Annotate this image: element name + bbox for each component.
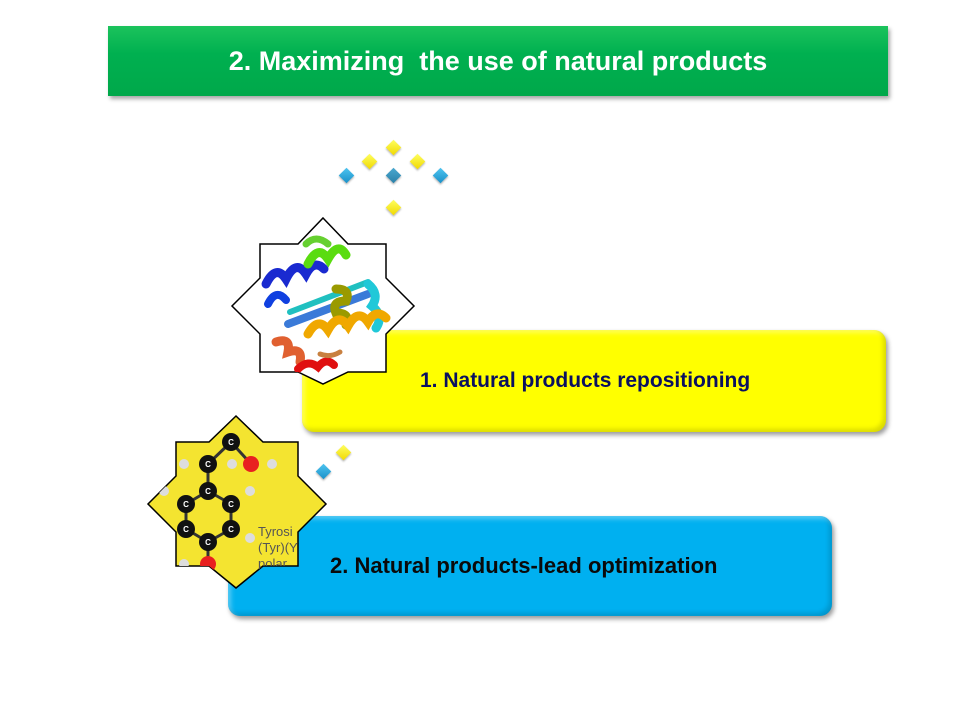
diamond-icon	[432, 167, 449, 184]
diamond-icon	[385, 199, 402, 216]
diamond-icon	[385, 167, 402, 184]
svg-text:C: C	[205, 460, 211, 469]
svg-text:(Tyr)(Y: (Tyr)(Y	[258, 540, 298, 555]
diamond-icon	[338, 167, 355, 184]
diamond-icon	[409, 153, 426, 170]
item-label: 2. Natural products-lead optimization	[330, 553, 718, 578]
diamond-icon	[335, 444, 352, 461]
item-natural-products-repositioning: 1. Natural products repositioning	[302, 330, 886, 432]
svg-text:polar: polar	[258, 556, 288, 571]
protein-structure-icon	[230, 216, 416, 385]
diamond-icon	[361, 153, 378, 170]
svg-text:C: C	[228, 438, 234, 447]
molecule-caption: Tyrosi	[258, 524, 293, 539]
item-natural-products-lead-optimization: 2. Natural products-lead optimization	[228, 516, 832, 616]
diamond-icon	[385, 139, 402, 156]
slide-title-banner: 2. Maximizing the use of natural product…	[108, 26, 888, 96]
molecule-structure-icon: C C C C C C C C Tyrosi (Tyr)(Y polar	[146, 414, 328, 589]
svg-text:C: C	[183, 525, 189, 534]
svg-text:C: C	[183, 500, 189, 509]
svg-text:C: C	[205, 487, 211, 496]
svg-text:C: C	[228, 500, 234, 509]
svg-text:C: C	[228, 525, 234, 534]
svg-text:C: C	[205, 538, 211, 547]
slide-title: 2. Maximizing the use of natural product…	[228, 45, 768, 76]
item-label: 1. Natural products repositioning	[420, 369, 751, 392]
